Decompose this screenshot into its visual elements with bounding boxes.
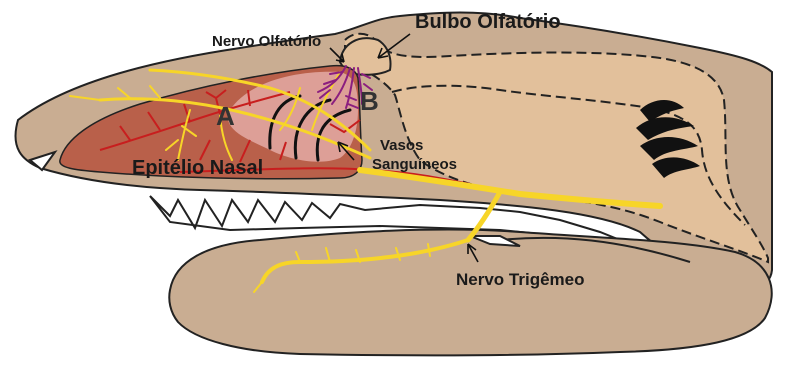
label-epitelio-nasal: Epitélio Nasal xyxy=(132,157,263,179)
label-bulbo-olfatorio: Bulbo Olfatório xyxy=(415,11,561,33)
label-sanguineos: Sanguíneos xyxy=(372,156,457,173)
label-nervo-trigemeo: Nervo Trigêmeo xyxy=(456,270,585,289)
label-nervo-olfatorio: Nervo Olfatório xyxy=(212,33,321,50)
label-region-b: B xyxy=(360,86,379,116)
label-region-a: A xyxy=(216,101,235,131)
label-vasos: Vasos xyxy=(380,137,423,154)
